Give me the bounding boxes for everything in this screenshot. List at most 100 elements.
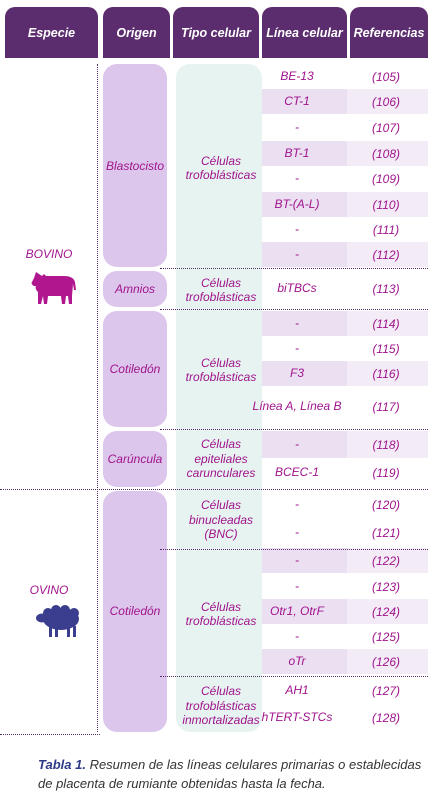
cell-reference: (111) <box>372 222 400 237</box>
header-referencias: Referencias <box>350 7 428 58</box>
cell-line: hTERT-STCs <box>261 709 333 724</box>
cell-reference: (115) <box>372 341 400 356</box>
cell-type-inmortalizadas: Células trofoblásticas inmortalizadas <box>182 684 260 728</box>
origin-pill-caruncula <box>103 431 167 487</box>
divider-bottom <box>0 734 100 735</box>
divider-cotiledon <box>160 429 428 430</box>
origin-pill-cotiledon-ovino <box>103 491 167 732</box>
row-stripe <box>247 141 347 166</box>
header-origen: Origen <box>103 7 170 58</box>
cell-line: - <box>295 221 299 236</box>
cell-type-trofoblasticas-4: Células trofoblásticas <box>185 599 257 628</box>
cell-reference: (108) <box>371 146 400 161</box>
cell-type-trofoblasticas-2: Células trofoblásticas <box>185 275 257 304</box>
cell-line: BT-(A-L) <box>274 196 320 211</box>
table-caption: Tabla 1. Resumen de las líneas celulares… <box>38 756 428 794</box>
row-stripe-ref <box>347 599 428 624</box>
cell-line: Otr1, OtrF <box>270 603 324 618</box>
header-especie: Especie <box>5 7 98 58</box>
origin-cotiledon-bovino: Cotiledón <box>109 361 161 376</box>
row-stripe-ref <box>347 431 428 458</box>
cell-reference: (109) <box>371 171 400 186</box>
cell-type-trofoblasticas-3: Células trofoblásticas <box>185 355 257 384</box>
row-stripe-ref <box>347 141 428 166</box>
row-stripe <box>247 192 347 217</box>
row-stripe-ref <box>347 242 428 267</box>
cell-line: - <box>295 524 299 539</box>
row-stripe <box>247 431 347 458</box>
divider-blastocisto <box>160 268 428 269</box>
row-stripe-ref <box>347 89 428 114</box>
tipo-celular-column <box>176 64 262 732</box>
sheep-icon <box>34 604 84 640</box>
divider-amnios <box>160 309 428 310</box>
cell-line: BT-1 <box>284 145 310 160</box>
cell-reference: (106) <box>371 94 400 109</box>
row-stripe <box>247 548 347 573</box>
caption-text: Resumen de las líneas celulares primaria… <box>38 757 422 791</box>
cell-reference: (127) <box>371 683 400 698</box>
species-bovino: BOVINO <box>25 247 73 261</box>
cell-line: - <box>295 340 299 355</box>
cell-reference: (125) <box>371 629 400 644</box>
origin-cotiledon-ovino: Cotiledón <box>109 603 161 618</box>
cell-reference: (120) <box>371 497 400 512</box>
cell-line: - <box>295 315 299 330</box>
cell-line: BE-13 <box>280 68 314 83</box>
row-stripe-ref <box>347 649 428 674</box>
cell-line: F3 <box>289 365 304 380</box>
cell-line: - <box>295 170 299 185</box>
row-stripe <box>247 242 347 267</box>
cell-reference: (114) <box>372 316 400 331</box>
cow-icon <box>30 266 80 306</box>
cell-reference: (113) <box>372 282 400 296</box>
cell-reference: (121) <box>371 525 400 540</box>
row-stripe <box>247 599 347 624</box>
cell-reference: (107) <box>371 120 400 135</box>
cell-type-epiteliales-carunculares: Células epiteliales carunculares <box>186 437 256 481</box>
row-stripe <box>247 311 347 336</box>
divider-trofoblasticas <box>160 676 428 677</box>
species-ovino: OVINO <box>29 583 69 597</box>
cell-line: Línea A, Línea B <box>252 399 342 414</box>
cell-type-trofoblasticas-1: Células trofoblásticas <box>185 153 257 182</box>
cell-reference: (119) <box>372 465 400 480</box>
cell-line: - <box>295 496 299 511</box>
cell-line: oTr <box>288 653 306 668</box>
origin-blastocisto: Blastocisto <box>105 158 165 173</box>
cell-line: CT-1 <box>284 93 310 108</box>
row-stripe-ref <box>347 192 428 217</box>
row-stripe <box>247 649 347 674</box>
cell-line: biTBCs <box>277 281 317 296</box>
origin-amnios: Amnios <box>114 281 155 296</box>
cell-line: AH1 <box>285 682 309 697</box>
cell-reference: (116) <box>372 366 400 381</box>
cell-line: BCEC-1 <box>274 464 319 479</box>
divider-species <box>0 489 428 490</box>
origin-caruncula: Carúncula <box>107 451 163 466</box>
row-stripe <box>247 361 347 386</box>
cell-line: - <box>295 628 299 643</box>
cell-line: - <box>295 578 299 593</box>
row-stripe <box>247 89 347 114</box>
origin-pill-amnios <box>103 271 167 307</box>
cell-line: - <box>295 119 299 134</box>
divider-binucleadas <box>160 549 428 550</box>
cell-type-binucleadas: Células binucleadas (BNC) <box>188 498 254 542</box>
cell-reference: (124) <box>371 604 400 619</box>
cell-reference: (122) <box>371 553 400 568</box>
header-linea-celular: Línea celular <box>262 7 347 58</box>
species-divider-vertical <box>97 64 98 732</box>
cell-reference: (112) <box>372 247 400 262</box>
caption-label: Tabla 1. <box>38 757 86 772</box>
cell-reference: (117) <box>372 400 400 414</box>
cell-reference: (123) <box>371 579 400 594</box>
cell-reference: (128) <box>371 710 400 725</box>
cell-line: - <box>295 552 299 567</box>
row-stripe-ref <box>347 548 428 573</box>
cell-reference: (110) <box>372 197 400 212</box>
row-stripe-ref <box>347 311 428 336</box>
cell-line: - <box>295 246 299 261</box>
header-tipo-celular: Tipo celular <box>173 7 259 58</box>
origin-pill-blastocisto <box>103 64 167 267</box>
